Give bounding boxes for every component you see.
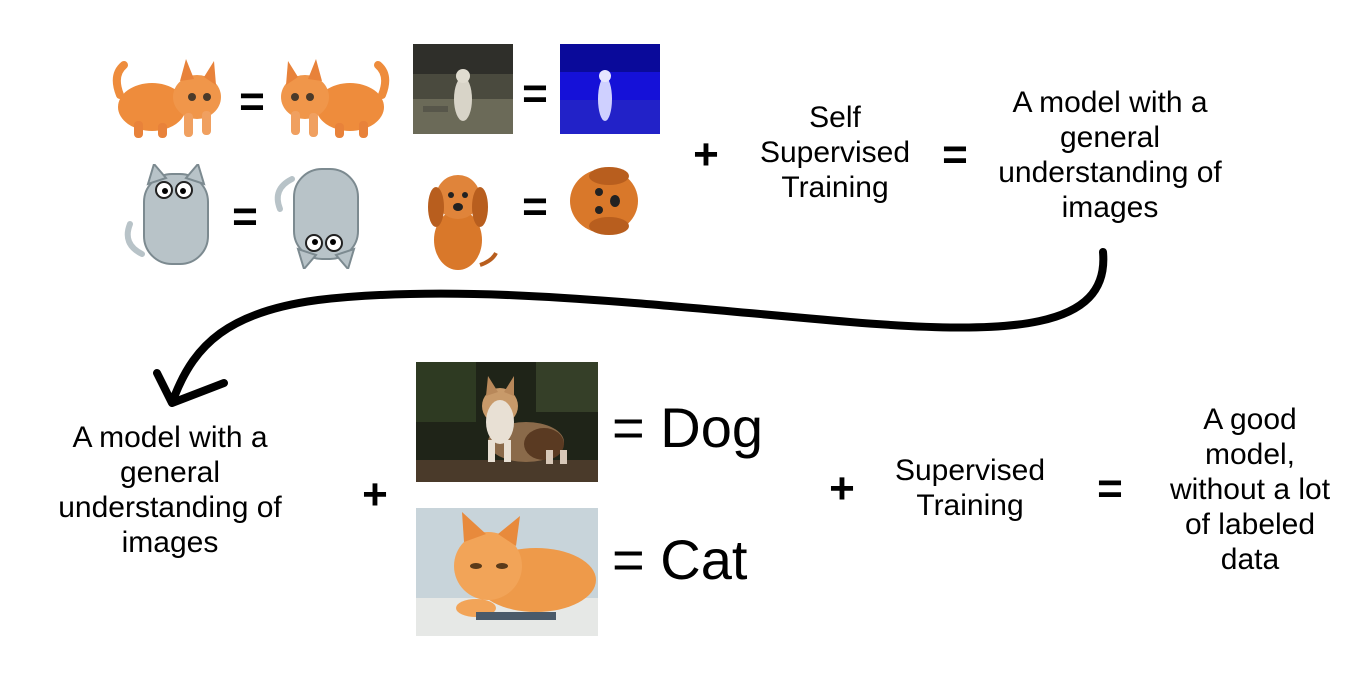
cat-photo [416, 508, 598, 636]
kitten-flipped-image [281, 59, 390, 138]
color-inverted-photo [560, 44, 660, 134]
supervised-training-label: Supervised Training [894, 454, 1046, 522]
kitten-image [112, 59, 221, 138]
equals-sign-result-top: = [942, 130, 968, 179]
equals-sign-result-bottom: = [1097, 464, 1123, 513]
general-model-label-bottom: A model with a general understanding of … [58, 421, 282, 559]
good-model-label: A good model, without a lot of labeled d… [1169, 403, 1331, 576]
equals-sign-1: = [239, 77, 265, 126]
self-supervised-training-label: Self Supervised Training [759, 101, 911, 204]
equals-sign-2: = [522, 69, 548, 118]
general-model-label-top: A model with a general understanding of … [998, 86, 1222, 224]
equals-sign-3: = [232, 192, 258, 241]
cartoon-cat-image [124, 164, 209, 265]
plus-sign-top: + [693, 130, 719, 179]
puppy-image [428, 175, 498, 270]
outdoor-cat-photo [413, 44, 513, 134]
rotated-dog-image [570, 167, 638, 235]
cartoon-cat-flipped-image [274, 168, 359, 269]
dog-label: = Dog [612, 396, 763, 459]
equals-sign-4: = [522, 182, 548, 231]
cat-label: = Cat [612, 528, 748, 591]
plus-sign-bottom-1: + [362, 470, 388, 519]
corgi-photo [416, 362, 598, 482]
plus-sign-bottom-2: + [829, 464, 855, 513]
